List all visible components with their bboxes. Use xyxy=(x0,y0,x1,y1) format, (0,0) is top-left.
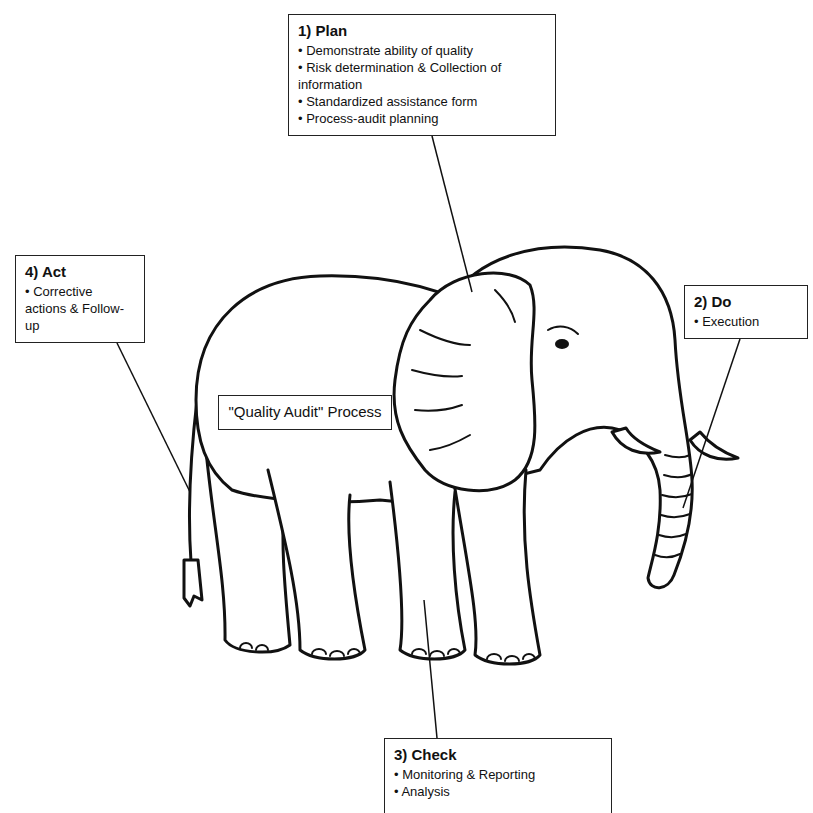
phase-bullet: • Demonstrate ability of quality xyxy=(298,42,546,59)
phase-heading: 2) Do xyxy=(694,292,798,311)
toe-nail xyxy=(312,649,360,656)
leader-line xyxy=(424,600,437,738)
elephant-front-leg xyxy=(452,466,540,664)
trunk-ring xyxy=(665,455,690,457)
phase-bullet: • Standardized assistance form xyxy=(298,93,546,110)
ear-crease xyxy=(412,370,462,377)
trunk-ring xyxy=(659,534,686,537)
trunk-ring xyxy=(664,474,692,477)
phase-heading: 3) Check xyxy=(394,745,602,764)
phase-bullet: • Monitoring & Reporting xyxy=(394,766,602,783)
ear-crease xyxy=(430,435,470,450)
phase-bullet: • Execution xyxy=(694,313,798,330)
elephant-ear xyxy=(394,273,535,491)
phase-box: 2) Do • Execution xyxy=(684,285,808,339)
phase-box: 3) Check • Monitoring & Reporting• Analys… xyxy=(384,738,612,813)
leader-line xyxy=(432,136,472,292)
elephant-tail-tuft xyxy=(184,560,202,606)
trunk-ring xyxy=(655,554,680,557)
ear-crease xyxy=(420,330,470,345)
phase-heading: 4) Act xyxy=(25,262,135,281)
leader-line xyxy=(117,343,190,492)
process-title: "Quality Audit" Process xyxy=(228,402,382,421)
trunk-ring xyxy=(661,514,690,517)
phase-bullet: • Analysis xyxy=(394,783,602,800)
leader-line xyxy=(683,339,740,508)
toe-nail xyxy=(412,649,460,656)
ear-crease xyxy=(415,405,462,411)
phase-bullet: • Risk determination & Collection of inf… xyxy=(298,59,546,93)
elephant-tusk xyxy=(612,428,660,453)
phase-bullet: • Corrective actions & Follow-up xyxy=(25,283,135,334)
elephant-hind-leg xyxy=(268,470,365,659)
elephant-eye xyxy=(555,339,569,349)
toe-nail xyxy=(240,643,268,650)
phase-box: 1) Plan• Demonstrate ability of quality•… xyxy=(288,14,556,136)
ear-crease xyxy=(495,290,515,322)
phase-box: 4) Act • Corrective actions & Follow-up xyxy=(15,255,145,343)
process-label-box: "Quality Audit" Process xyxy=(218,395,392,430)
elephant-tail xyxy=(190,400,197,562)
eye-brow xyxy=(548,327,578,334)
elephant-tusk xyxy=(690,432,738,459)
toe-nail xyxy=(487,654,535,661)
phase-heading: 1) Plan xyxy=(298,21,546,40)
phase-bullet: • Process-audit planning xyxy=(298,110,546,127)
